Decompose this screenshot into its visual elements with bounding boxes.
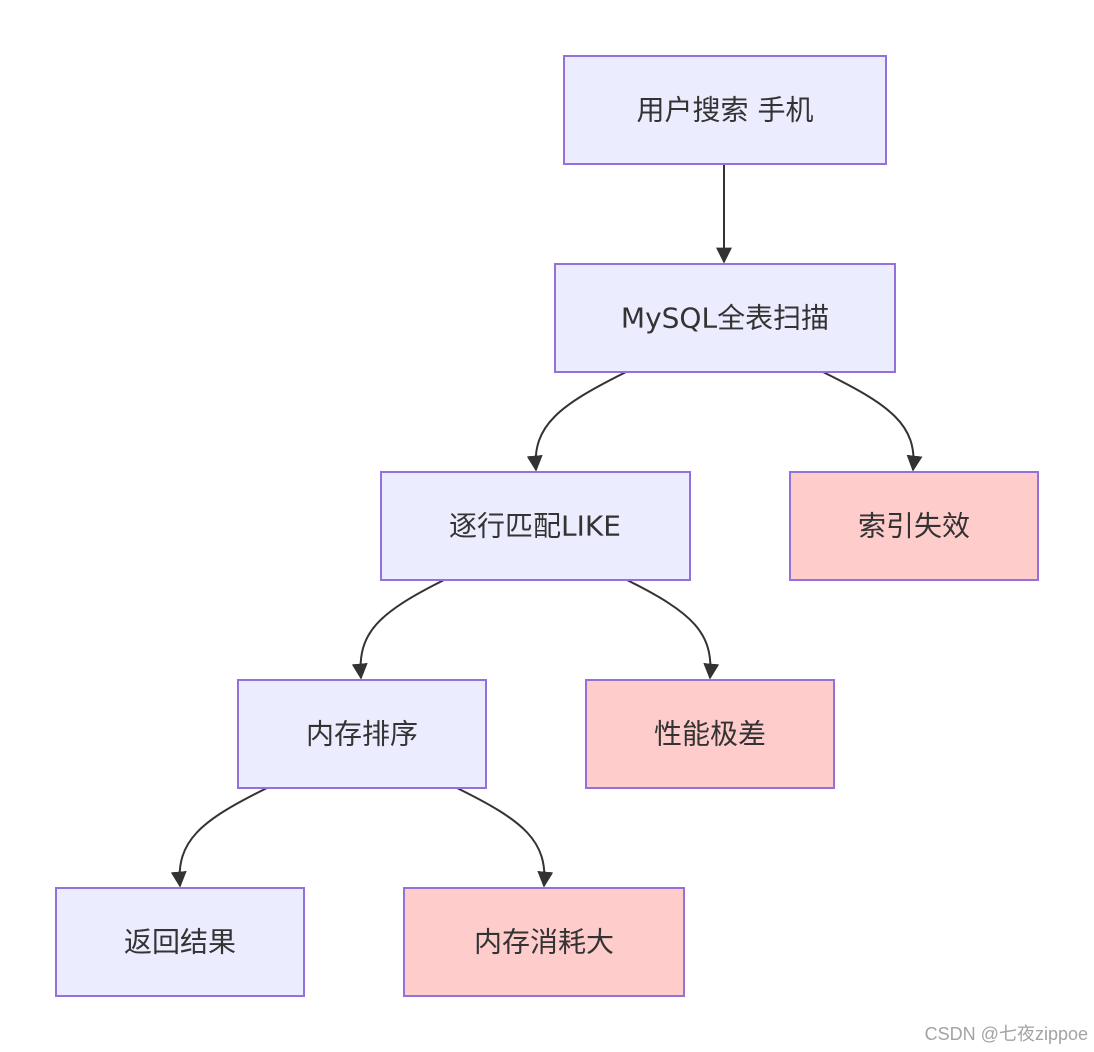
watermark: CSDN @七夜zippoe (924, 1024, 1088, 1044)
node-label: 内存排序 (306, 718, 418, 751)
node-box (585, 679, 835, 789)
node-memory-sort[interactable]: 内存排序 (237, 679, 487, 789)
edges (170, 164, 923, 888)
node-box (554, 263, 896, 373)
edge-row-match-to-poor-performance (626, 579, 720, 680)
edge-mysql-scan-to-row-match (526, 371, 627, 472)
node-box (55, 887, 305, 997)
node-label: 逐行匹配LIKE (449, 510, 621, 543)
edge-memory-sort-to-memory-cost (456, 787, 554, 888)
node-user-search[interactable]: 用户搜索 手机 (563, 55, 887, 165)
node-box (380, 471, 691, 581)
node-box (237, 679, 487, 789)
edge-memory-sort-to-return-result (170, 787, 268, 888)
node-label: 用户搜索 手机 (637, 94, 814, 127)
node-box (403, 887, 685, 997)
node-box (789, 471, 1039, 581)
node-mysql-scan[interactable]: MySQL全表扫描 (554, 263, 896, 373)
edge-row-match-to-memory-sort (351, 579, 445, 680)
node-poor-performance[interactable]: 性能极差 (585, 679, 835, 789)
node-row-match[interactable]: 逐行匹配LIKE (380, 471, 691, 581)
node-return-result[interactable]: 返回结果 (55, 887, 305, 997)
node-index-invalid[interactable]: 索引失效 (789, 471, 1039, 581)
node-label: 索引失效 (858, 510, 970, 543)
node-label: 内存消耗大 (474, 926, 614, 959)
edge-mysql-scan-to-index-invalid (822, 371, 923, 472)
node-box (563, 55, 887, 165)
node-memory-cost[interactable]: 内存消耗大 (403, 887, 685, 997)
node-label: 性能极差 (654, 718, 766, 751)
node-label: MySQL全表扫描 (621, 302, 829, 335)
node-label: 返回结果 (124, 926, 236, 959)
